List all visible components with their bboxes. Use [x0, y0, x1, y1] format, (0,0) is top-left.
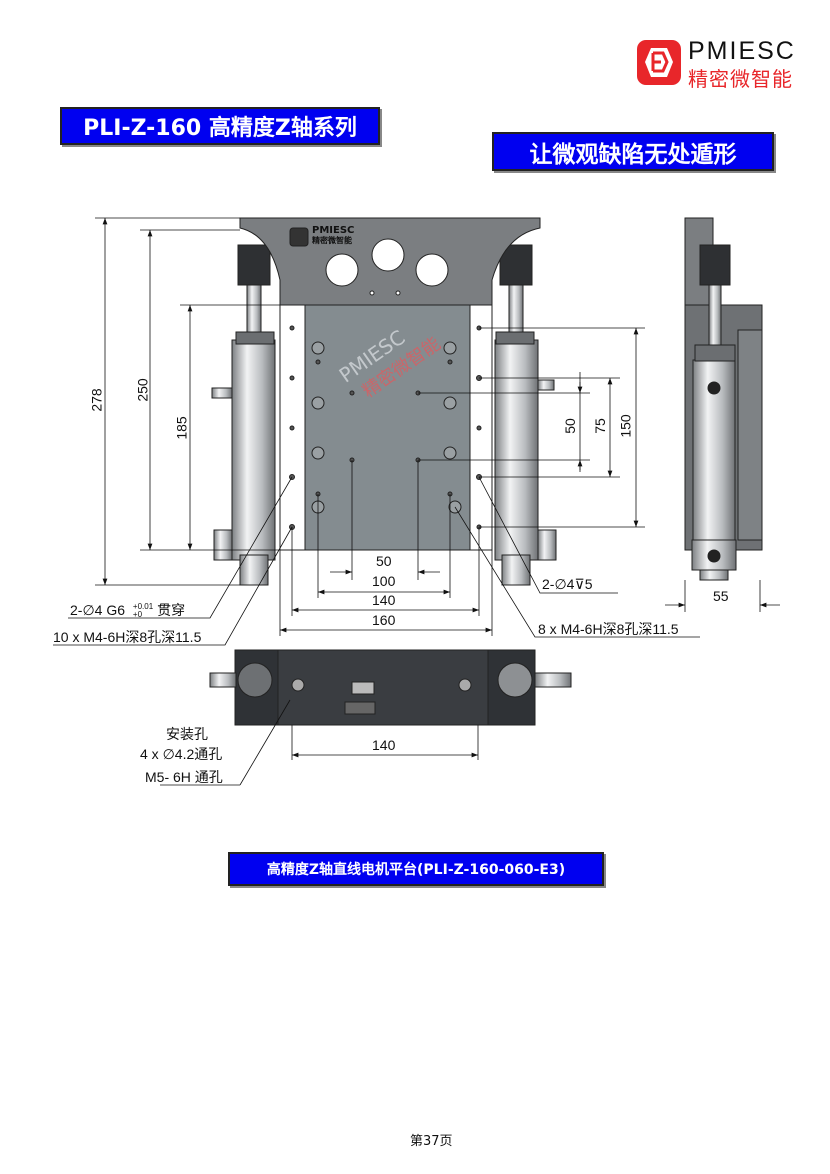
pin-holes-suffix: 贯穿 [157, 602, 186, 618]
brand-cn-name: 精密微智能 [688, 67, 793, 91]
mount-holes-note: 4 x ∅4.2通孔 [140, 744, 222, 764]
pin-blind-main: 4 [566, 576, 575, 592]
tol-upper: +0.01 [132, 602, 154, 612]
page-number: 第37页 [410, 1134, 453, 1149]
pin-blind-note: 2-∅4⊽5 [542, 576, 593, 593]
plate-logo-cn: 精密微智能 [312, 236, 352, 245]
caption: 高精度Z轴直线电机平台(PLI-Z-160-060-E3) [228, 852, 604, 886]
threads-left-note: 10 x M4-6H深8孔深11.5 [53, 629, 202, 645]
series-title-text: PLI-Z-160 高精度Z轴系列 [83, 116, 357, 141]
dim-width-140: 140 [372, 592, 396, 608]
pin-blind-prefix: 2- [542, 576, 555, 592]
dim-right-50: 50 [561, 418, 578, 434]
slogan: 让微观缺陷无处遁形 [492, 132, 774, 171]
bottom-view [209, 649, 572, 726]
pin-blind-depth: 5 [584, 576, 593, 592]
mount-holes-count: 4 x [140, 746, 163, 762]
plate-logo-name: PMIESC [312, 225, 355, 236]
mount-thread-note: M5- 6H 通孔 [145, 769, 223, 785]
diameter-icon: ∅ [162, 746, 175, 762]
right-cylinder [494, 244, 557, 586]
brand-name: PMIESC [688, 37, 796, 65]
series-title: PLI-Z-160 高精度Z轴系列 [60, 107, 380, 145]
pin-holes-prefix: 2- [70, 602, 83, 618]
mount-title: 安装孔 [166, 726, 208, 742]
dim-width-100: 100 [372, 573, 396, 589]
dim-bottom-140: 140 [372, 737, 396, 753]
side-view [684, 217, 763, 581]
left-cylinder [211, 244, 276, 586]
dim-250: 250 [134, 378, 151, 402]
diameter-icon: ∅ [554, 576, 567, 592]
dim-width-50: 50 [376, 553, 392, 569]
mount-holes-value: 4.2通孔 [174, 746, 223, 762]
tol-lower: +0 [132, 610, 143, 620]
caption-text: 高精度Z轴直线电机平台(PLI-Z-160-060-E3) [266, 862, 566, 878]
dim-width-160: 160 [372, 612, 396, 628]
dim-278: 278 [88, 388, 105, 412]
dim-right-75: 75 [591, 418, 608, 434]
slogan-text: 让微观缺陷无处遁形 [529, 141, 737, 168]
dim-185: 185 [173, 416, 190, 440]
dim-right-150: 150 [617, 414, 634, 438]
pin-holes-note: 2-∅4 G6 +0.01+0 贯穿 [70, 600, 185, 620]
pin-holes-main: 4 G6 [94, 602, 126, 618]
dim-side-55: 55 [713, 588, 729, 604]
diameter-icon: ∅ [82, 602, 95, 618]
threads-right-note: 8 x M4-6H深8孔深11.5 [538, 621, 679, 637]
carriage-plate [304, 304, 471, 551]
depth-icon: ⊽ [574, 576, 585, 592]
